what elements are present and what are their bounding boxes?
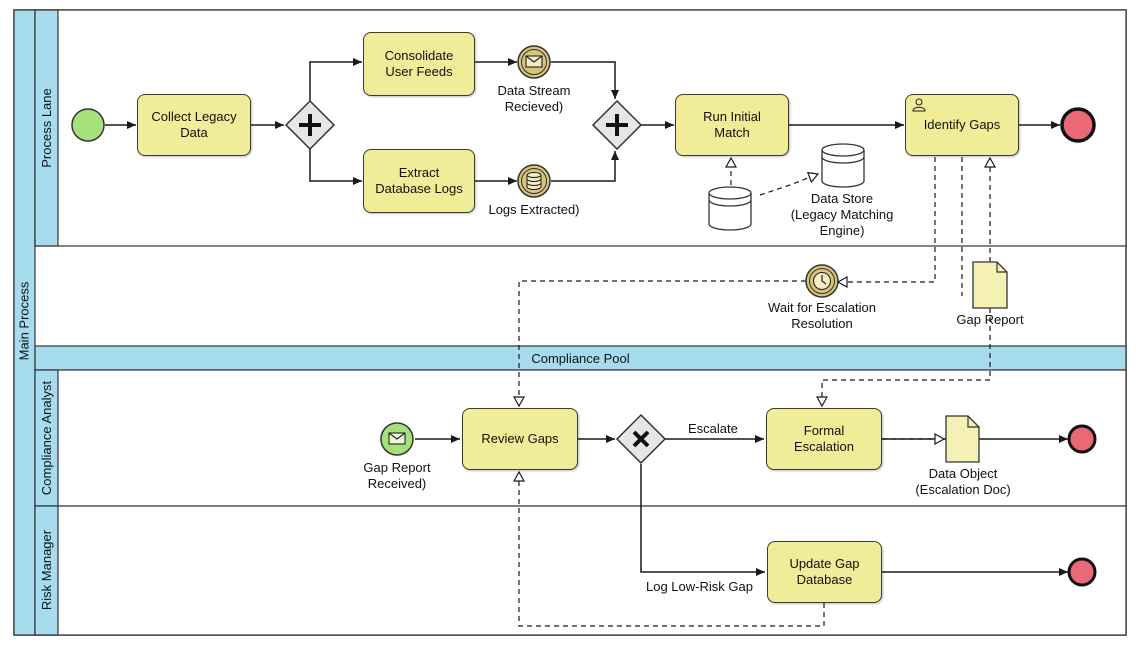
gap-report-label: Gap Report bbox=[956, 312, 1024, 327]
exclusive-gateway bbox=[615, 413, 667, 465]
assoc-report-formal bbox=[822, 308, 991, 406]
flow-event-join-top bbox=[551, 61, 619, 99]
wait-timer-event bbox=[805, 264, 839, 298]
start-event bbox=[71, 108, 105, 142]
logs-extracted-event bbox=[517, 164, 551, 198]
end-event-update bbox=[1067, 557, 1097, 587]
assoc-store-datastore bbox=[759, 174, 818, 196]
task-formal-escalation[interactable]: Formal Escalation bbox=[766, 408, 882, 470]
data-store-label: Data Store (Legacy Matching Engine) bbox=[790, 191, 894, 238]
parallel-gateway-split bbox=[284, 99, 336, 151]
exclusive-gateway-icon bbox=[632, 430, 650, 448]
escalate-flow-label: Escalate bbox=[688, 421, 738, 436]
data-store-left bbox=[708, 186, 752, 231]
low-risk-flow-label: Log Low-Risk Gap bbox=[646, 579, 753, 594]
assoc-wait-review bbox=[519, 280, 806, 406]
flow-gateway-consolidate bbox=[309, 58, 362, 101]
data-stream-event bbox=[517, 45, 551, 79]
logs-extracted-label: Logs Extracted) bbox=[488, 202, 580, 217]
escalation-doc-document bbox=[945, 415, 980, 463]
flow-low-risk bbox=[640, 464, 765, 576]
envelope-icon bbox=[525, 55, 543, 68]
assoc-update-review bbox=[519, 472, 825, 627]
risk-manager-label: Risk Manager bbox=[39, 529, 54, 611]
main-pool-header bbox=[13, 9, 36, 636]
user-icon bbox=[912, 98, 926, 112]
process-lane-header bbox=[34, 9, 59, 247]
gap-report-received-label: Gap Report Received) bbox=[363, 460, 431, 491]
data-stream-label: Data Stream Recieved) bbox=[497, 83, 571, 114]
wait-escalation-label: Wait for Escalation Resolution bbox=[768, 300, 876, 331]
process-lane-label: Process Lane bbox=[39, 88, 54, 168]
compliance-pool-header bbox=[34, 345, 1127, 371]
task-extract-database-logs[interactable]: Extract Database Logs bbox=[363, 149, 475, 213]
main-pool-label: Main Process bbox=[16, 281, 32, 361]
compliance-analyst-label: Compliance Analyst bbox=[39, 380, 54, 496]
database-icon bbox=[526, 172, 542, 190]
task-run-initial-match[interactable]: Run Initial Match bbox=[675, 94, 789, 156]
clock-icon bbox=[812, 271, 832, 291]
parallel-gateway-icon bbox=[606, 114, 628, 136]
end-event-escalation bbox=[1067, 424, 1097, 454]
compliance-pool-label: Compliance Pool bbox=[531, 350, 630, 366]
flow-gateway-extract bbox=[309, 149, 362, 185]
end-event-main bbox=[1060, 107, 1096, 143]
associations bbox=[519, 157, 991, 627]
parallel-gateway-icon bbox=[299, 114, 321, 136]
risk-manager-lane-header bbox=[34, 505, 59, 636]
task-identify-gaps[interactable]: Identify Gaps bbox=[905, 94, 1019, 156]
task-review-gaps[interactable]: Review Gaps bbox=[462, 408, 578, 470]
task-collect-legacy-data[interactable]: Collect Legacy Data bbox=[137, 94, 251, 156]
envelope-icon bbox=[388, 432, 406, 445]
compliance-pool bbox=[34, 345, 1127, 636]
flow-event-join-bottom bbox=[551, 151, 619, 182]
data-store-right bbox=[821, 143, 865, 188]
assoc-identify-wait bbox=[838, 157, 936, 282]
risk-manager-lane bbox=[34, 505, 1127, 636]
task-update-gap-database[interactable]: Update Gap Database bbox=[767, 541, 882, 603]
escalation-doc-label: Data Object (Escalation Doc) bbox=[915, 466, 1011, 497]
gap-report-received-event bbox=[380, 422, 414, 456]
gap-report-document bbox=[972, 261, 1008, 309]
task-consolidate-user-feeds[interactable]: Consolidate User Feeds bbox=[363, 32, 475, 96]
parallel-gateway-join bbox=[591, 99, 643, 151]
